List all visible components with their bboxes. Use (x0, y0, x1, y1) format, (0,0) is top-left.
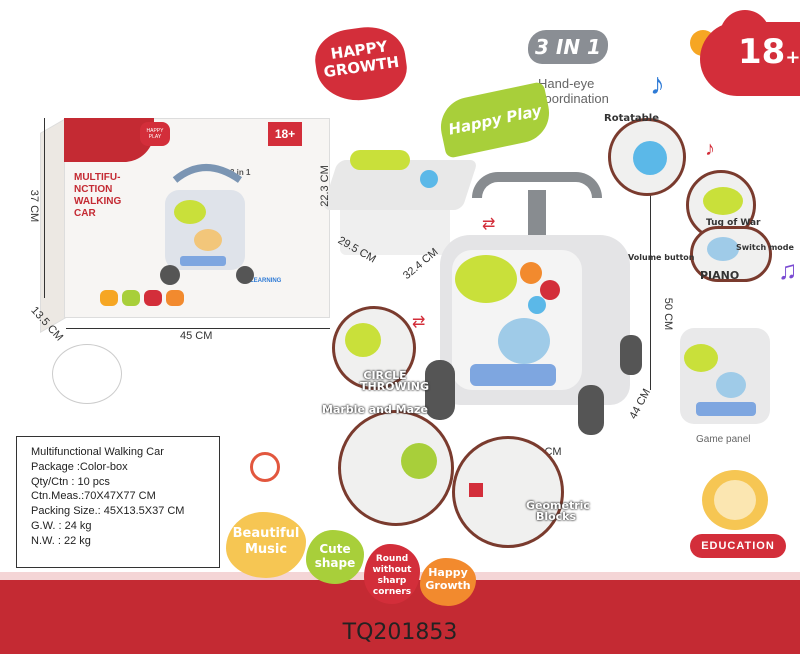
happy-growth-sticker: HAPPY GROWTH (311, 22, 411, 106)
education-badge: EDUCATION (690, 534, 786, 558)
game-panel-piano-icon (696, 402, 756, 416)
box-learning-logo: LEARNING (250, 278, 282, 284)
box-feature-chips (100, 290, 210, 308)
game-panel-label: Game panel (696, 434, 751, 445)
box-width-dim: 45 CM (180, 330, 213, 342)
hand-eye-caption: Hand-eye coordination (538, 76, 609, 106)
chip-icon (100, 290, 118, 306)
info-package: Package :Color-box (31, 460, 128, 473)
box-age-tag: 18+ (268, 122, 302, 146)
info-name: Multifunctional Walking Car (31, 446, 164, 458)
walker-handle (472, 172, 602, 198)
marble-maze-zoom-circle (338, 410, 454, 526)
chip-icon (122, 290, 140, 306)
height-dim-line (44, 118, 45, 298)
game-panel-elephant-icon (684, 344, 718, 372)
maze-disc-icon (401, 443, 437, 479)
walker-wheel (578, 385, 604, 435)
table-gear-icon (420, 170, 438, 188)
circle-throwing-label: CIRCLE THROWING (360, 369, 429, 393)
age-label: 18+m (738, 32, 800, 72)
gear-icon (528, 296, 546, 314)
info-packing-size: Packing Size.: 45X13.5X37 CM (31, 505, 185, 518)
swirl-doodle-icon (250, 452, 280, 482)
music-note-icon: ♪ (650, 68, 665, 101)
rotatable-label: Rotatable (604, 113, 659, 124)
feature-round-corners: Round without sharp corners (364, 544, 420, 604)
product-info-panel: Multifunctional Walking Car Package :Col… (16, 436, 220, 568)
info-ctn-meas: Ctn.Meas.:70X47X77 CM (31, 490, 156, 503)
planet-doodle-icon (52, 344, 122, 404)
rotate-arrow-icon: ⇄ (412, 314, 426, 331)
box-three-in-one: 3 in 1 (230, 168, 251, 177)
age-badge (700, 22, 800, 96)
piano-keys (470, 364, 556, 386)
walker-depth-dim: 44 CM (627, 386, 654, 422)
box-walker-image (160, 164, 254, 285)
elephant-icon (345, 323, 381, 357)
table-toy-cluster (350, 150, 410, 170)
chip-icon (166, 290, 184, 306)
box-height-dim: 37 CM (28, 189, 41, 223)
koala-icon (707, 237, 739, 261)
chip-icon (144, 290, 162, 306)
marble-maze-label: Marble and Maze (322, 403, 428, 416)
walker-wheel (620, 335, 642, 375)
feature-beautiful-music: Beautiful Music (226, 512, 306, 578)
piano-label: PIANO (700, 269, 740, 282)
width-dim-line (66, 328, 330, 329)
koala-toy (498, 318, 550, 364)
table-height-dim: 22.3 CM (318, 165, 331, 207)
gear-icon (633, 141, 667, 175)
geometric-blocks-zoom-circle (452, 436, 564, 548)
walker-handle-post (528, 190, 546, 240)
feature-cute-shape: Cute shape (306, 530, 364, 584)
tug-of-war-label: Tug of War (706, 218, 761, 228)
info-qty: Qty/Ctn : 10 pcs (31, 475, 110, 488)
switch-mode-label: Switch mode (736, 243, 794, 252)
happy-play-arrow: Happy Play (435, 81, 555, 159)
model-number: TQ201853 (342, 620, 458, 645)
box-title: MULTIFU- NCTION WALKING CAR (74, 172, 122, 219)
walker-height-dim: 50 CM (662, 297, 675, 331)
tug-toy-icon (703, 187, 743, 215)
walker-wheel (425, 360, 455, 420)
box-red-corner (64, 118, 154, 162)
rotatable-zoom-circle (608, 118, 686, 196)
music-note-small-icon: ♪ (705, 138, 715, 160)
cube-block-icon (469, 483, 483, 497)
rotate-arrow-icon: ⇄ (482, 216, 496, 233)
three-in-one-badge: 3 IN 1 (528, 30, 608, 64)
feature-happy-growth: Happy Growth (420, 558, 476, 606)
game-panel-koala-icon (716, 372, 746, 398)
info-nw: N.W. : 22 kg (31, 534, 91, 547)
elephant-toy (455, 255, 517, 303)
box-happy-play-tag: HAPPY PLAY (140, 122, 170, 146)
circle-throwing-zoom-circle (332, 306, 416, 390)
lion-face-icon (714, 480, 756, 520)
double-music-note-icon: ♫ (778, 255, 798, 285)
geometric-blocks-label: Geometric Blocks (526, 499, 590, 523)
piano-zoom-circle (690, 226, 772, 282)
walker-height-line (650, 190, 651, 390)
info-gw: G.W. : 24 kg (31, 519, 92, 532)
gear-icon (520, 262, 542, 284)
volume-button-label: Volume button (628, 253, 695, 262)
gear-icon (540, 280, 560, 300)
